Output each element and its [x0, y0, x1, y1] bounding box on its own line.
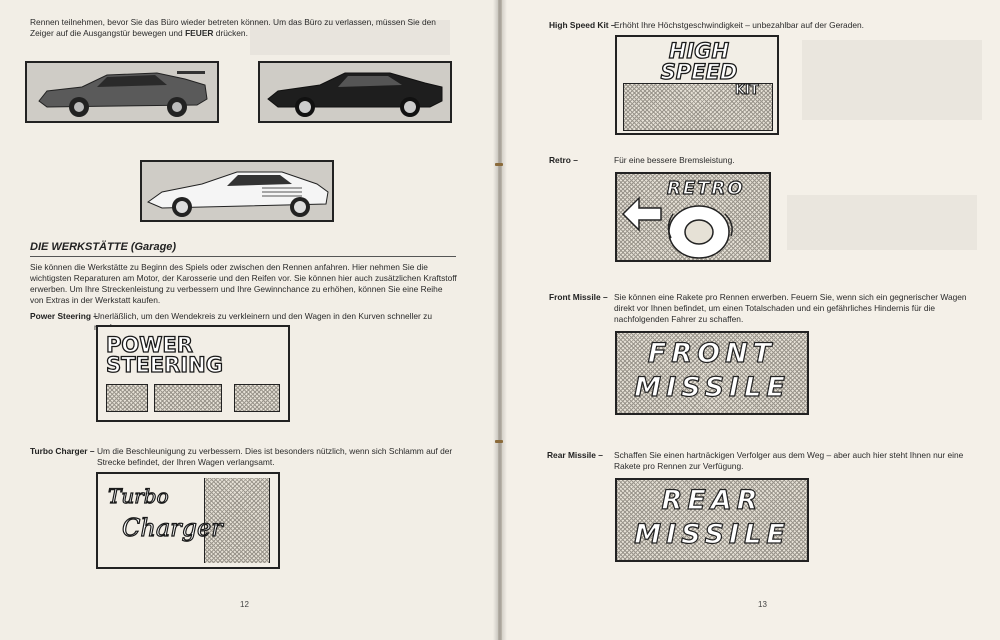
logo-text: REAR MISSILE: [617, 484, 807, 552]
rear-missile-text: Schaffen Sie einen hartnäckigen Verfolge…: [614, 450, 964, 471]
logo-line-turbo: Turbo: [107, 483, 169, 508]
hatch-block: [154, 384, 222, 412]
hatch-block: [234, 384, 280, 412]
staple-top: [495, 163, 503, 166]
retro-text: Für eine bessere Bremsleistung.: [614, 155, 735, 165]
retro-logo: RETRO: [615, 172, 771, 262]
bleed-through: [802, 40, 982, 120]
heading-rule: [30, 256, 456, 257]
logo-line-speed: SPEED: [660, 60, 738, 84]
power-steering-label: Power Steering –: [30, 311, 98, 321]
turbo-charger-label: Turbo Charger –: [30, 446, 95, 456]
logo-line-front: FRONT: [647, 337, 777, 369]
rear-missile-logo: REAR MISSILE: [615, 478, 809, 562]
power-steering-logo-text: POWER STEERING: [105, 333, 223, 377]
car-image-2: [258, 61, 452, 123]
retro-wheel-icon: [621, 196, 733, 259]
retro-label: Retro –: [549, 155, 578, 165]
turbo-charger-logo: Turbo Charger: [96, 472, 280, 569]
staple-bottom: [495, 440, 503, 443]
book-gutter: [493, 0, 507, 640]
high-speed-kit-label: High Speed Kit –: [549, 20, 616, 30]
power-steering-logo: POWER STEERING: [96, 325, 290, 422]
turbo-charger-text: Um die Beschleunigung zu verbessern. Die…: [97, 446, 453, 467]
car-1-icon: [27, 63, 217, 121]
logo-line-kit: KIT: [735, 83, 760, 99]
logo-line-missile: MISSILE: [634, 518, 790, 550]
front-missile-text: Sie können eine Rakete pro Rennen erwerb…: [614, 292, 967, 324]
right-page: High Speed Kit – Erhöht Ihre Höchstgesch…: [502, 0, 1000, 640]
car-3-icon: [142, 162, 332, 220]
section-body: Sie können die Werkstätte zu Beginn des …: [30, 262, 457, 305]
intro-bold: FEUER: [185, 28, 214, 38]
logo-line-retro: RETRO: [666, 177, 745, 199]
hatch-block: [106, 384, 148, 412]
page-number-left: 12: [240, 600, 249, 609]
page-number-right: 13: [758, 600, 767, 609]
car-image-1: [25, 61, 219, 123]
intro-text: Rennen teilnehmen, bevor Sie das Büro wi…: [30, 17, 436, 38]
section-heading: DIE WERKSTÄTTE (Garage): [30, 241, 177, 253]
bleed-through: [250, 20, 450, 55]
hatch-block: [623, 83, 773, 131]
front-missile-label: Front Missile –: [549, 292, 608, 302]
logo-line-high: HIGH: [668, 39, 730, 63]
car-image-3: [140, 160, 334, 222]
logo-line-power: POWER: [105, 333, 193, 357]
left-page: Rennen teilnehmen, bevor Sie das Büro wi…: [0, 0, 498, 640]
high-speed-kit-logo: HIGH SPEED KIT: [615, 35, 779, 135]
hatch-block: [204, 478, 270, 563]
logo-line-charger: Charger: [121, 513, 223, 542]
front-missile-logo: FRONT MISSILE: [615, 331, 809, 415]
car-2-icon: [260, 63, 450, 121]
rear-missile-label: Rear Missile –: [547, 450, 603, 460]
bleed-through: [787, 195, 977, 250]
intro-paragraph: Rennen teilnehmen, bevor Sie das Büro wi…: [30, 17, 450, 39]
logo-text: FRONT MISSILE: [617, 337, 807, 405]
intro-end: drücken.: [213, 28, 248, 38]
logo-line-missile: MISSILE: [634, 371, 790, 403]
high-speed-kit-text: Erhöht Ihre Höchstgeschwindigkeit – unbe…: [614, 20, 865, 30]
logo-text: HIGH SPEED: [627, 39, 771, 84]
logo-line-rear: REAR: [661, 484, 763, 516]
logo-line-steering: STEERING: [105, 353, 223, 377]
